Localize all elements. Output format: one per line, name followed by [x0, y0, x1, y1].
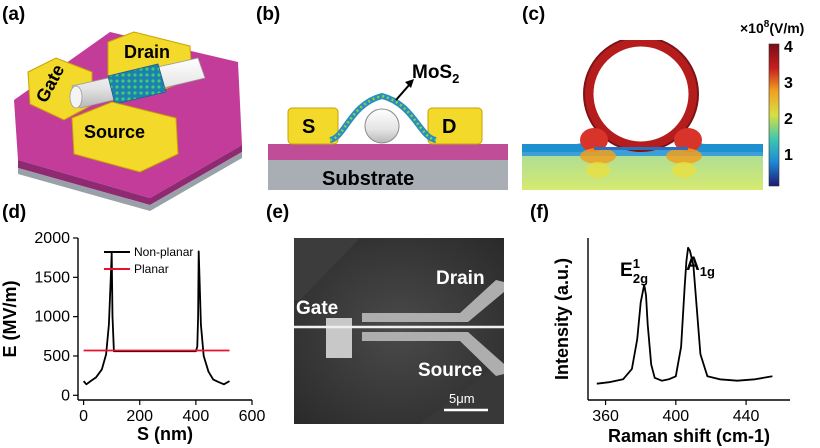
panel-f-label: (f) — [530, 202, 549, 223]
panel-b-label: (b) — [256, 4, 280, 25]
d-electrode — [427, 107, 483, 145]
drain-label: Drain — [124, 42, 170, 62]
d-label: D — [442, 116, 456, 138]
colorbar-tick: 1 — [784, 147, 793, 164]
y-tick-label: 0 — [61, 387, 70, 404]
x-axis-label: Raman shift (cm-1) — [608, 426, 770, 446]
y-tick-label: 2000 — [34, 230, 70, 247]
x-tick-label: 400 — [662, 408, 689, 425]
y-tick-label: 500 — [43, 348, 70, 365]
panel-d-label: (d) — [2, 202, 26, 223]
source-pad — [71, 101, 179, 173]
mos2-label: MoS2 — [412, 62, 459, 86]
field-map — [522, 40, 763, 190]
panel-e: (e) Drain Gate Source 5μm — [266, 202, 504, 424]
source-label: Source — [84, 122, 145, 142]
colorbar-tick: 2 — [784, 111, 793, 128]
sem-source-label: Source — [418, 360, 482, 381]
s-label: S — [302, 116, 315, 138]
panel-c: (c) ×108(V/m) 4 3 2 1 — [522, 4, 804, 190]
sem-drain-lead — [362, 280, 504, 322]
mos2-coating — [107, 63, 167, 105]
x-axis-label: S (nm) — [137, 424, 193, 444]
dielectric-layer — [268, 144, 508, 160]
sem-drain-label: Drain — [436, 268, 485, 289]
legend-non-planar: Non-planar — [134, 245, 193, 259]
x-tick-label: 400 — [183, 408, 210, 425]
nanorod — [69, 57, 206, 109]
series-line-0 — [596, 246, 773, 385]
panel-e-label: (e) — [266, 202, 289, 223]
x-tick-label: 600 — [239, 408, 266, 425]
x-tick-label: 440 — [733, 408, 760, 425]
scalebar-label: 5μm — [449, 391, 475, 406]
x-tick-label: 0 — [79, 408, 88, 425]
x-tick-label: 200 — [126, 408, 153, 425]
colorbar — [768, 43, 780, 187]
sem-source-lead — [362, 332, 504, 376]
y-axis-label: E (MV/m) — [0, 280, 20, 357]
substrate-layer — [268, 160, 508, 190]
s-electrode — [287, 107, 339, 145]
sem-gate-label: Gate — [296, 298, 338, 319]
colorbar-tick: 3 — [784, 75, 793, 92]
mos2-arrow — [395, 83, 411, 101]
substrate-label: Substrate — [322, 168, 414, 190]
cross-section-rod — [364, 108, 400, 144]
peak-a1g-label: A1g — [686, 254, 715, 279]
y-axis-label: Intensity (a.u.) — [552, 258, 572, 380]
sem-gate-pad — [326, 318, 352, 358]
panel-d: (d) 0 200 400 600 0 500 1000 1500 2000 S (nm) E (M… — [0, 202, 265, 444]
colorbar-unit: ×108(V/m) — [740, 19, 804, 36]
panel-a: (a) Gate Drain Source — [2, 4, 242, 211]
legend-planar: Planar — [134, 262, 169, 276]
y-tick-label: 1500 — [34, 269, 70, 286]
panel-a-label: (a) — [2, 4, 25, 25]
panel-b: (b) S D Substrate MoS2 — [256, 4, 508, 190]
colorbar-tick: 4 — [784, 39, 793, 56]
y-tick-label: 1000 — [34, 309, 70, 326]
chart-d: 0 200 400 600 0 500 1000 1500 2000 S (nm) E (MV/m) — [0, 230, 265, 444]
panel-c-label: (c) — [522, 4, 545, 25]
x-tick-label: 360 — [592, 408, 619, 425]
